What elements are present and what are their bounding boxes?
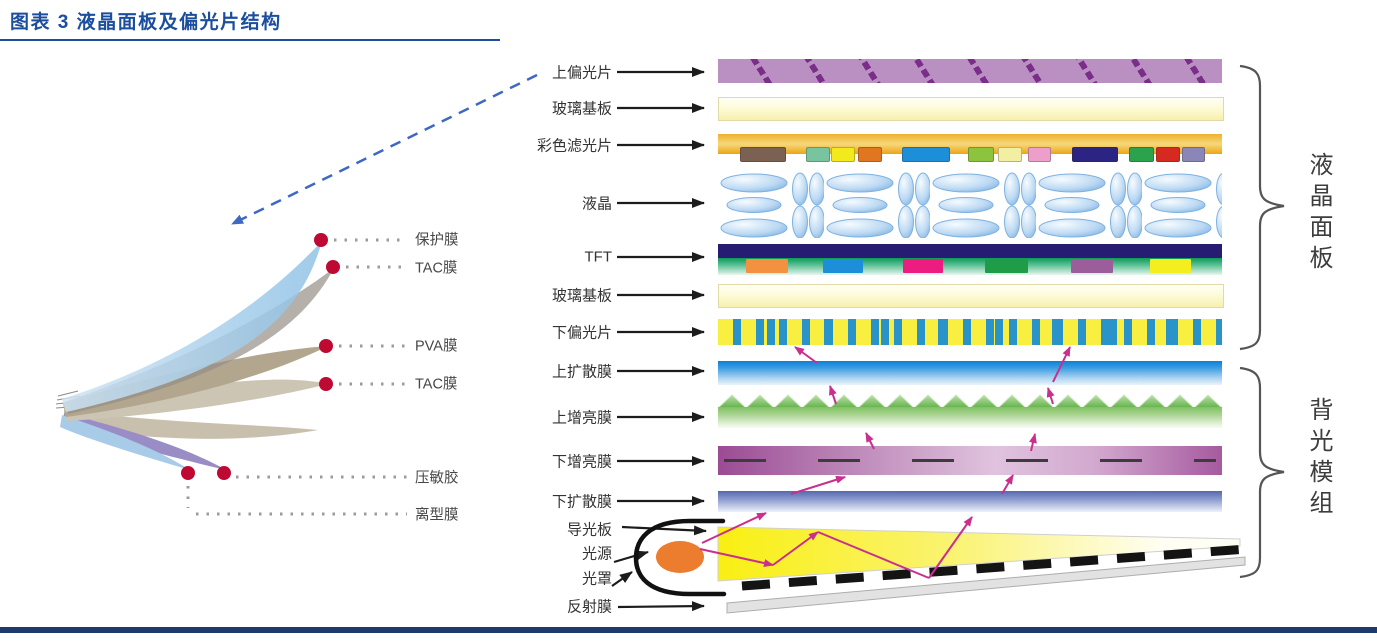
stack-label-upper-bef: 上增亮膜 — [551, 409, 612, 427]
color-filter-chip — [1129, 147, 1154, 162]
exploded-label-protective-film: 保护膜 — [415, 232, 459, 249]
stack-label-lamp-cover: 光罩 — [581, 570, 612, 588]
title-underline — [0, 39, 500, 41]
stack-label-glass-bottom: 玻璃基板 — [551, 287, 612, 305]
exploded-label-psa: 压敏胶 — [415, 470, 459, 487]
stack-label-reflector: 反射膜 — [566, 598, 612, 616]
stack-label-light-source: 光源 — [581, 545, 612, 563]
layer-glass-substrate-bottom — [718, 284, 1224, 308]
layer-tft-array — [718, 244, 1222, 259]
stack-label-upper-polarizer: 上偏光片 — [551, 64, 612, 82]
lamp-cover-shape — [633, 518, 727, 597]
exploded-label-tac-film-bottom: TAC膜 — [415, 376, 458, 393]
stack-label-upper-diffuser: 上扩散膜 — [551, 363, 612, 381]
callout-red-dots — [181, 233, 340, 480]
color-filter-chip — [858, 147, 882, 162]
exploded-label-tac-film-top: TAC膜 — [415, 260, 458, 277]
layer-upper-polarizer — [718, 59, 1222, 83]
label-pointer-arrows — [611, 67, 707, 612]
color-filter-chip — [968, 147, 994, 162]
reflector-film — [726, 556, 1246, 614]
color-filter-chip — [1072, 147, 1118, 162]
liquid-crystal-molecules — [718, 172, 1222, 238]
exploded-label-release-film: 离型膜 — [415, 507, 459, 524]
layer-lower-diffuser — [718, 491, 1222, 512]
dotted-leader-lines — [186, 238, 407, 516]
layer-liquid-crystal — [718, 172, 1222, 238]
stack-label-tft: TFT — [584, 248, 613, 266]
color-filter-chip — [740, 147, 786, 162]
group-label-backlight-module: 背光模组 — [1305, 397, 1332, 521]
prism-teeth — [718, 394, 1222, 408]
film-blades — [60, 241, 334, 470]
tft-pixel-chip — [1150, 259, 1191, 273]
layer-upper-diffuser — [718, 361, 1222, 385]
group-label-lcd-panel: 液晶面板 — [1305, 152, 1332, 276]
stack-label-lower-polarizer: 下偏光片 — [551, 324, 612, 342]
color-filter-chip — [1028, 147, 1051, 162]
tft-pixel-chip — [903, 259, 943, 273]
exploded-polarizer-illustration — [55, 233, 407, 516]
stack-label-glass-top: 玻璃基板 — [551, 100, 612, 118]
tft-pixel-chip — [746, 259, 788, 273]
tft-pixel-chip — [985, 259, 1028, 273]
stack-label-light-guide: 导光板 — [566, 521, 612, 539]
layer-lower-polarizer — [718, 319, 1222, 345]
group-braces — [1239, 64, 1285, 579]
light-source-lamp — [656, 541, 704, 573]
layer-upper-bef — [718, 407, 1222, 428]
stack-label-liquid-crystal: 液晶 — [581, 195, 612, 213]
tft-pixel-chip — [823, 259, 863, 273]
layer-glass-substrate-top — [718, 97, 1224, 121]
stack-label-lower-diffuser: 下扩散膜 — [551, 493, 612, 511]
layer-tft-pixels — [718, 258, 1222, 275]
tft-pixel-chip — [1071, 259, 1113, 273]
blue-dashed-pointer — [231, 73, 538, 226]
color-filter-chip — [998, 147, 1022, 162]
upper-bef-prisms — [718, 394, 1222, 408]
light-guide-dot-pattern — [741, 544, 1248, 591]
figure-title: 图表 3 液晶面板及偏光片结构 — [10, 12, 282, 33]
footer-rule — [0, 627, 1377, 633]
color-filter-chip — [1156, 147, 1180, 162]
film-stack-spine — [55, 390, 85, 409]
brace-lcd-panel — [1239, 64, 1285, 351]
color-filter-chips — [718, 147, 1222, 162]
color-filter-chip — [806, 147, 830, 162]
color-filter-chip — [1182, 147, 1205, 162]
layer-lower-bef — [718, 446, 1222, 475]
light-guide-plate — [717, 526, 1241, 582]
stack-label-color-filter: 彩色滤光片 — [536, 137, 612, 155]
color-filter-chip — [831, 147, 855, 162]
stack-label-lower-bef: 下增亮膜 — [551, 453, 612, 471]
brace-backlight-module — [1239, 366, 1285, 579]
color-filter-chip — [902, 147, 950, 162]
exploded-label-pva-film: PVA膜 — [415, 338, 458, 355]
